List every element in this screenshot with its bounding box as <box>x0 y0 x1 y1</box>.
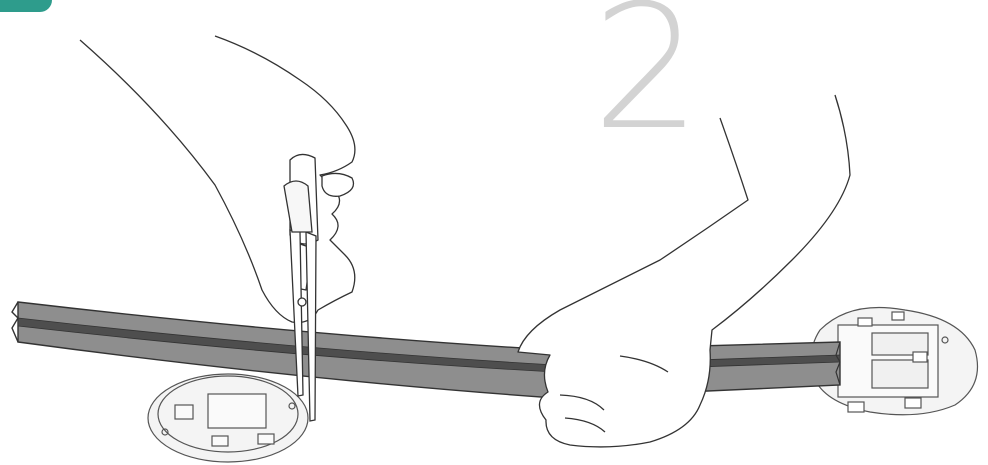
right-hand-icon <box>518 95 850 447</box>
left-base-icon <box>148 374 308 462</box>
